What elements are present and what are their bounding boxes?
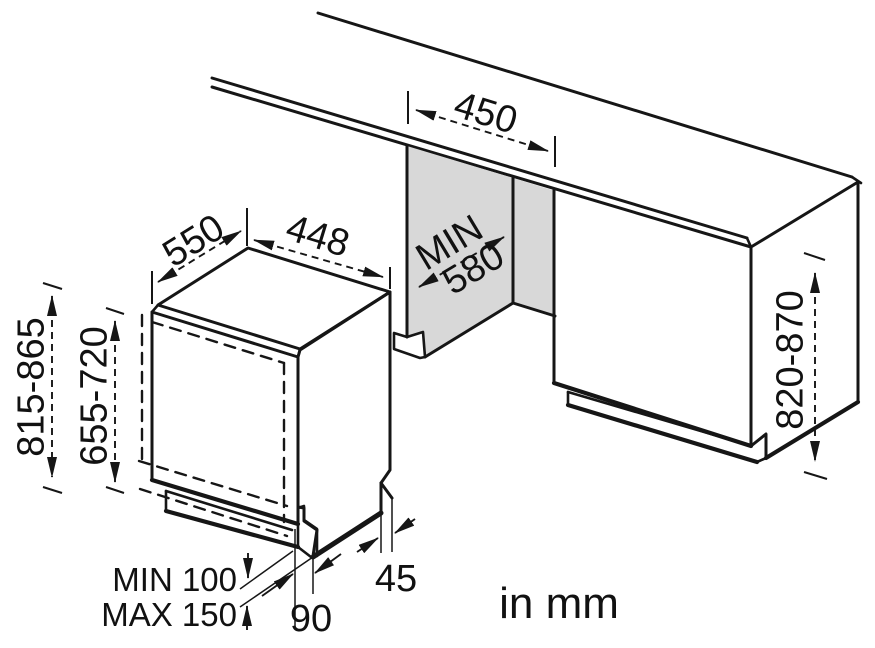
dim-niche-depth [418,236,505,288]
dishwasher-front-foot [296,504,319,559]
dim-door-height [105,307,125,494]
tall-cabinet-right [551,180,861,465]
dimensions [42,91,828,630]
dim-plinth-max-label: MAX 150 [101,596,237,633]
dim-plinth-min-label: MIN 100 [112,561,237,598]
dim-appliance-depth [151,208,248,304]
dim-appliance-height-label: 815-865 [10,317,52,456]
niche-side-wall [513,178,555,316]
unit-note: in mm [499,579,619,628]
dim-base-front [261,529,342,627]
dim-niche-width-label: 450 [449,84,522,143]
dim-niche-width [407,91,556,167]
dishwasher [137,246,394,560]
dim-appliance-height [42,282,63,494]
worktop [210,11,863,249]
dim-worktop-height-label: 820-870 [769,290,811,429]
dim-appliance-width-label: 448 [281,207,354,266]
dim-door-height-label: 655-720 [73,326,115,465]
dim-base-rear [356,498,416,554]
dim-base-front-label: 90 [290,598,332,640]
dim-base-rear-label: 45 [375,558,417,600]
dim-appliance-width [253,239,391,289]
dim-worktop-height [803,252,828,480]
